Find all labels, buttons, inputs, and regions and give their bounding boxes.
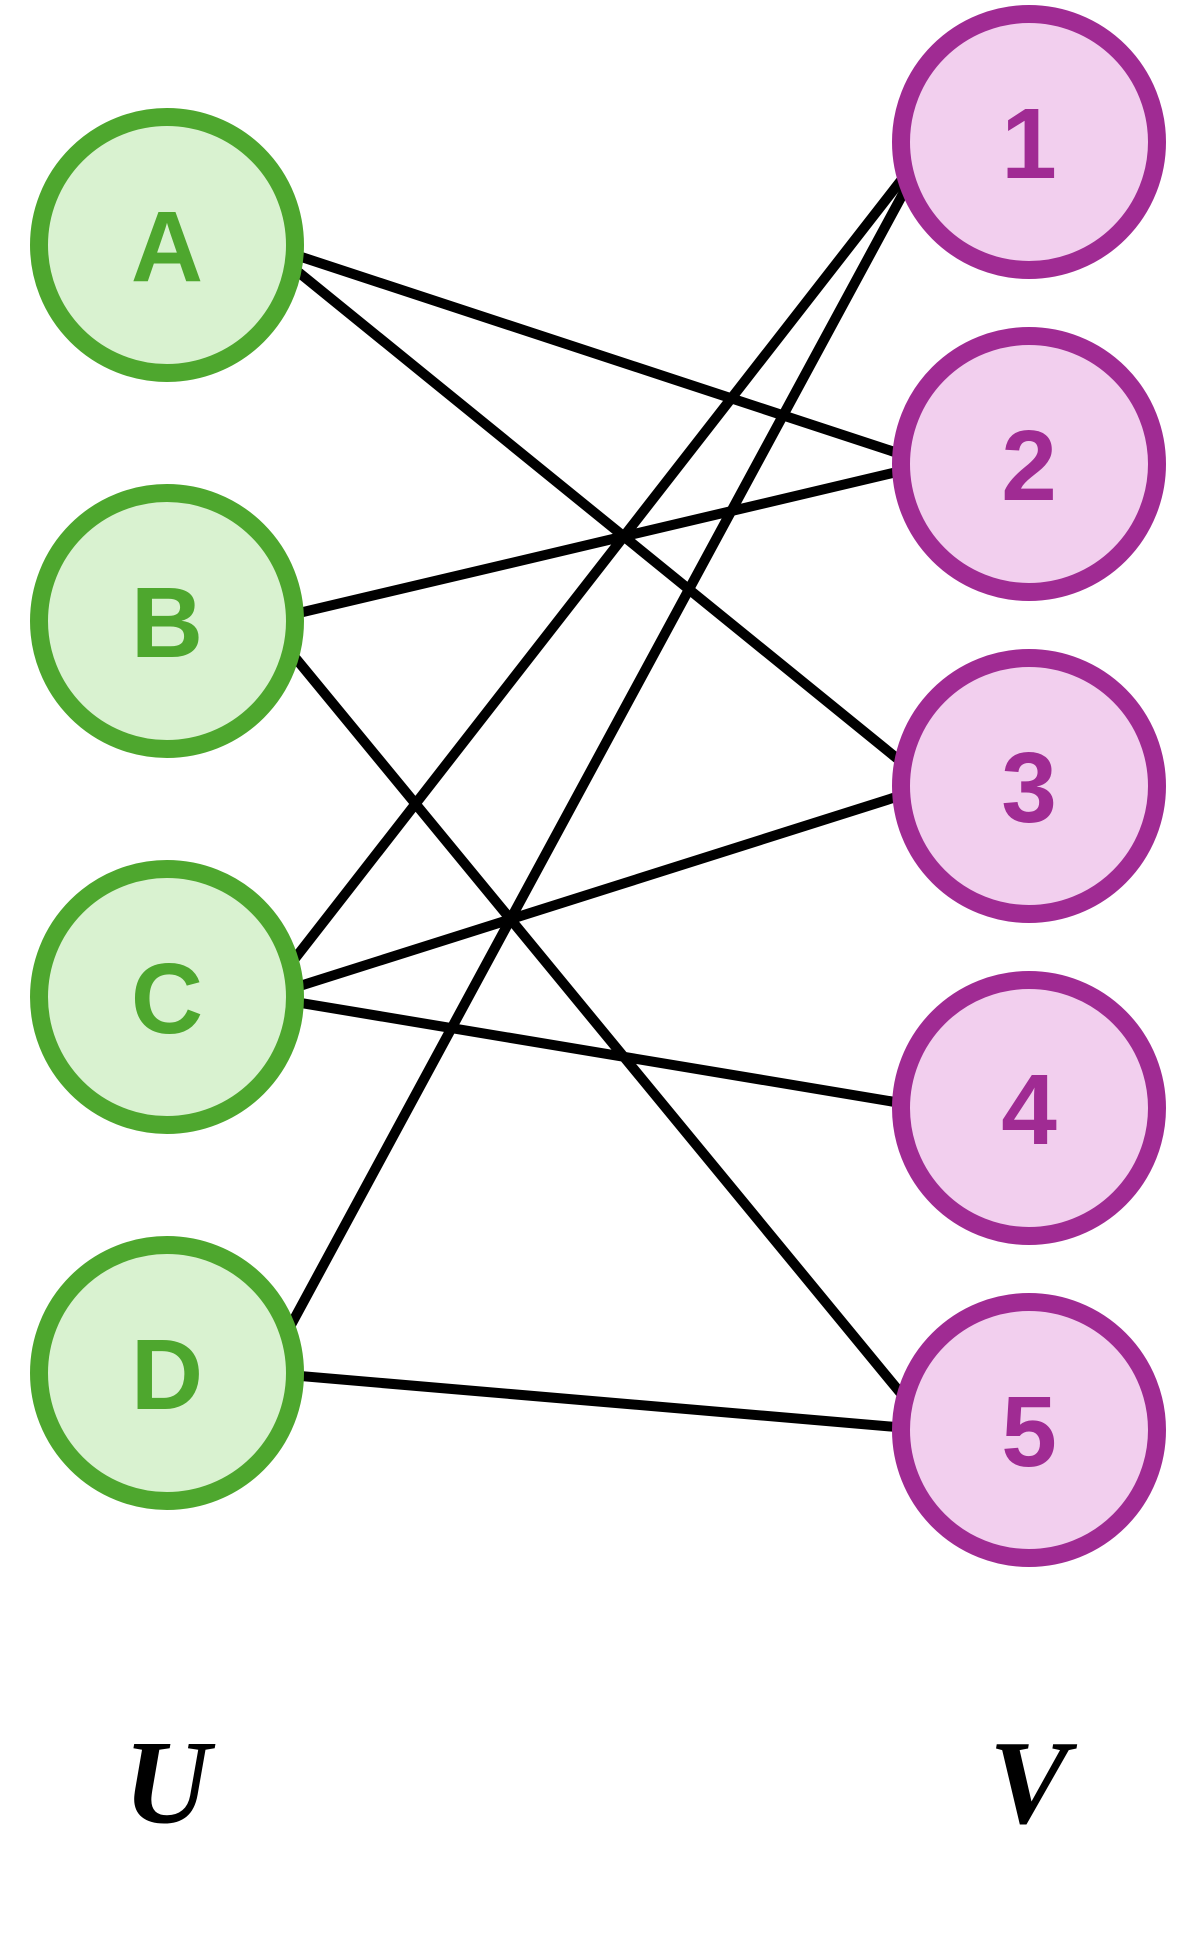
set-labels-layer: U V: [124, 1716, 1078, 1849]
node-C-label: C: [131, 943, 203, 1055]
edge-A-2: [258, 238, 938, 471]
edge-C-4: [259, 991, 937, 1114]
node-1-label: 1: [1001, 88, 1057, 200]
edges-layer: [257, 134, 939, 1438]
node-1: 1: [892, 5, 1166, 279]
node-A-label: A: [131, 191, 203, 303]
node-5: 5: [892, 1293, 1166, 1567]
edge-A-3: [257, 237, 939, 794]
node-3-label: 3: [1001, 732, 1057, 844]
nodes-layer: A B C D 1 2 3 4 5: [30, 5, 1166, 1567]
node-B-label: B: [131, 567, 203, 679]
edge-C-1: [257, 134, 939, 1005]
node-B-circle: [30, 484, 304, 758]
node-2-circle: [892, 327, 1166, 601]
node-2-label: 2: [1001, 410, 1057, 522]
edge-D-5: [259, 1367, 937, 1436]
set-label-v: V: [989, 1716, 1078, 1849]
node-1-circle: [892, 5, 1166, 279]
edge-C-3: [258, 779, 938, 1004]
node-D-label: D: [131, 1319, 203, 1431]
node-3: 3: [892, 649, 1166, 923]
node-4-label: 4: [1001, 1054, 1057, 1166]
node-D: D: [30, 1236, 304, 1510]
set-label-u: U: [124, 1716, 216, 1849]
node-3-circle: [892, 649, 1166, 923]
node-D-circle: [30, 1236, 304, 1510]
node-5-circle: [892, 1293, 1166, 1567]
node-4: 4: [892, 971, 1166, 1245]
node-2: 2: [892, 327, 1166, 601]
node-A: A: [30, 108, 304, 382]
node-B: B: [30, 484, 304, 758]
node-A-circle: [30, 108, 304, 382]
node-C: C: [30, 860, 304, 1134]
edge-B-2: [258, 457, 938, 628]
node-C-circle: [30, 860, 304, 1134]
node-5-label: 5: [1001, 1376, 1057, 1488]
edge-D-1: [258, 135, 938, 1380]
edge-B-5: [257, 613, 939, 1438]
node-4-circle: [892, 971, 1166, 1245]
